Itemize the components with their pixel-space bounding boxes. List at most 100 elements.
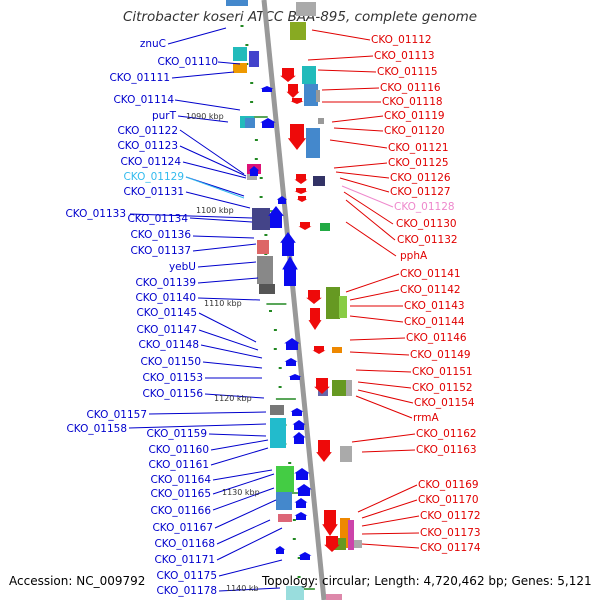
reverse-gene-arrow	[312, 346, 326, 354]
gene-label-left[interactable]: CKO_01122	[117, 125, 178, 137]
gene-block	[286, 586, 304, 600]
minor-tick	[292, 519, 296, 521]
gene-label-left[interactable]: CKO_01150	[140, 356, 201, 368]
gene-label-right[interactable]: CKO_01115	[377, 66, 438, 78]
gene-label-left[interactable]: CKO_01111	[109, 72, 170, 84]
gene-label-left[interactable]: CKO_01167	[152, 522, 213, 534]
gene-label-left[interactable]: CKO_01166	[150, 505, 211, 517]
minor-tick	[259, 196, 263, 198]
gene-label-right[interactable]: rrmA	[413, 412, 439, 424]
gene-label-right[interactable]: CKO_01121	[388, 142, 449, 154]
gene-label-left[interactable]: CKO_01147	[136, 324, 197, 336]
gene-label-left[interactable]: CKO_01164	[150, 474, 211, 486]
gene-block	[233, 63, 247, 73]
reverse-gene-arrow	[324, 536, 340, 552]
gene-label-left[interactable]: CKO_01133	[65, 208, 126, 220]
gene-label-right[interactable]: CKO_01120	[384, 125, 445, 137]
label-leader	[216, 527, 283, 561]
gene-label-right[interactable]: CKO_01151	[412, 366, 473, 378]
gene-label-left[interactable]: CKO_01153	[142, 372, 203, 384]
gene-label-left[interactable]: CKO_01145	[136, 307, 197, 319]
gene-label-right[interactable]: CKO_01174	[420, 542, 481, 554]
minor-tick	[273, 329, 277, 331]
gene-label-left[interactable]: CKO_01137	[130, 245, 191, 257]
gene-label-left[interactable]: CKO_01159	[146, 428, 207, 440]
label-leader	[212, 487, 275, 511]
label-leader	[212, 469, 273, 481]
gene-label-right[interactable]: CKO_01173	[420, 527, 481, 539]
gene-label-right[interactable]: CKO_01154	[414, 397, 475, 409]
gene-label-right[interactable]: CKO_01116	[380, 82, 441, 94]
gene-label-right[interactable]: CKO_01163	[416, 444, 477, 456]
gene-label-left[interactable]: CKO_01136	[130, 229, 191, 241]
gene-label-left[interactable]: CKO_01148	[138, 339, 199, 351]
gene-label-right[interactable]: CKO_01126	[390, 172, 451, 184]
gene-label-right[interactable]: CKO_01127	[390, 186, 451, 198]
gene-block	[259, 284, 275, 294]
gene-block	[340, 518, 350, 548]
gene-label-right[interactable]: CKO_01144	[404, 316, 465, 328]
gene-label-left[interactable]: CKO_01140	[135, 292, 196, 304]
forward-gene-arrow	[292, 420, 306, 430]
gene-block	[339, 296, 347, 318]
gene-label-left[interactable]: CKO_01160	[148, 444, 209, 456]
gene-label-left[interactable]: CKO_01110	[157, 56, 218, 68]
kbp-scale-label: 1090 kbp	[186, 112, 224, 121]
gene-label-right[interactable]: CKO_01113	[374, 50, 435, 62]
gene-label-right[interactable]: CKO_01143	[404, 300, 465, 312]
minor-tick	[297, 557, 301, 559]
gene-label-right[interactable]: CKO_01141	[400, 268, 461, 280]
label-leader	[361, 515, 420, 527]
gene-block	[233, 47, 247, 61]
gene-label-right[interactable]: CKO_01170	[418, 494, 479, 506]
gene-label-left[interactable]: yebU	[168, 261, 196, 273]
reverse-gene-arrow	[306, 290, 322, 304]
gene-label-right[interactable]: CKO_01146	[406, 332, 467, 344]
gene-label-left[interactable]: CKO_01124	[120, 156, 181, 168]
gene-label-left[interactable]: CKO_01134	[127, 213, 188, 225]
gene-label-right[interactable]: CKO_01118	[382, 96, 443, 108]
gene-label-right[interactable]: CKO_01125	[388, 157, 449, 169]
gene-label-left[interactable]: CKO_01178	[156, 585, 217, 597]
gene-block	[296, 2, 316, 16]
gene-block	[348, 520, 354, 550]
gene-label-right[interactable]: CKO_01172	[420, 510, 481, 522]
gene-label-right[interactable]: CKO_01149	[410, 349, 471, 361]
gene-label-left[interactable]: CKO_01114	[113, 94, 174, 106]
gene-label-left[interactable]: CKO_01157	[86, 409, 147, 421]
forward-gene-arrow	[290, 408, 304, 416]
gene-label-right[interactable]: CKO_01169	[418, 479, 479, 491]
label-leader	[174, 99, 241, 111]
label-leader	[355, 395, 413, 419]
gene-label-left[interactable]: purT	[151, 110, 176, 122]
gene-label-right[interactable]: CKO_01142	[400, 284, 461, 296]
gene-label-right[interactable]: pphA	[400, 250, 428, 262]
label-leader	[333, 127, 384, 132]
gene-label-left[interactable]: CKO_01158	[66, 423, 127, 435]
label-leader	[198, 329, 259, 351]
gene-label-right[interactable]: CKO_01130	[396, 218, 457, 230]
gene-label-left[interactable]: CKO_01131	[123, 186, 184, 198]
gene-label-right[interactable]: CKO_01112	[371, 34, 432, 46]
gene-label-left[interactable]: CKO_01161	[148, 459, 209, 471]
gene-label-left[interactable]: CKO_01168	[154, 538, 215, 550]
minor-tick	[264, 234, 268, 236]
gene-label-left[interactable]: CKO_01129	[123, 171, 184, 183]
gene-label-left[interactable]: CKO_01175	[156, 570, 217, 582]
gene-label-right[interactable]: CKO_01132	[397, 234, 458, 246]
gene-label-right[interactable]: CKO_01128	[394, 201, 455, 213]
gene-label-right[interactable]: CKO_01152	[412, 382, 473, 394]
gene-label-left[interactable]: CKO_01139	[135, 277, 196, 289]
gene-label-left[interactable]: CKO_01165	[150, 488, 211, 500]
gene-label-left[interactable]: CKO_01171	[154, 554, 215, 566]
forward-gene-arrow	[298, 552, 312, 560]
gene-label-left[interactable]: CKO_01123	[117, 140, 178, 152]
label-leader	[345, 199, 396, 241]
minor-tick	[259, 177, 263, 179]
gene-label-left[interactable]: znuC	[139, 38, 166, 50]
gene-label-right[interactable]: CKO_01119	[384, 110, 445, 122]
gene-label-right[interactable]: CKO_01162	[416, 428, 477, 440]
gene-label-left[interactable]: CKO_01156	[142, 388, 203, 400]
label-leader	[357, 381, 412, 389]
